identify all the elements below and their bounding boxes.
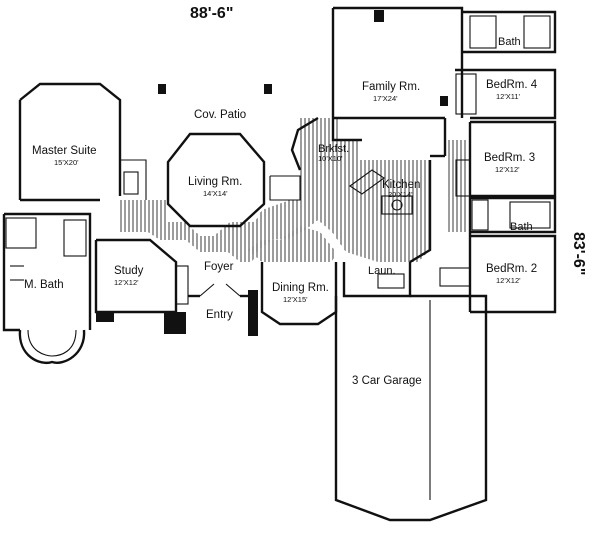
room-garage-name: 3 Car Garage bbox=[352, 375, 422, 387]
room-dining-name: Dining Rm. bbox=[272, 282, 329, 294]
room-bed2-name: BedRm. 2 bbox=[486, 263, 537, 275]
room-bath-mid-name: Bath bbox=[510, 221, 533, 233]
room-brkfst-name: Brkfst. bbox=[318, 143, 349, 155]
hatch-gallery bbox=[120, 118, 318, 262]
room-master-suite-size: 15'X20' bbox=[54, 158, 79, 167]
walls bbox=[2, 6, 557, 522]
room-mbath-name: M. Bath bbox=[24, 279, 64, 291]
hatch-dining bbox=[248, 226, 336, 262]
room-bed2-size: 12'X12' bbox=[496, 276, 521, 285]
fireplace bbox=[374, 10, 384, 22]
room-bed3-size: 12'X12' bbox=[495, 165, 520, 174]
hatch-hall bbox=[446, 140, 468, 232]
room-entry-name: Entry bbox=[206, 309, 233, 321]
room-cov-patio-name: Cov. Patio bbox=[194, 109, 246, 121]
room-kitchen-name: Kitchen bbox=[382, 179, 420, 191]
room-family-name: Family Rm. bbox=[362, 81, 420, 93]
room-living-size: 14'X14' bbox=[203, 189, 228, 198]
room-kitchen-size: 20'X14' bbox=[388, 190, 413, 199]
depth-dimension: 83'-6" bbox=[570, 232, 587, 275]
room-study-name: Study bbox=[114, 265, 144, 277]
room-bed4-size: 12'X11' bbox=[496, 92, 521, 101]
room-living-name: Living Rm. bbox=[188, 176, 242, 188]
room-family-size: 17'X24' bbox=[373, 94, 398, 103]
room-bed4-name: BedRm. 4 bbox=[486, 79, 538, 91]
floor-hatching bbox=[120, 118, 468, 262]
room-bath-top-name: Bath bbox=[498, 36, 521, 48]
hatch-kitchen bbox=[318, 118, 430, 262]
room-labels: Master Suite 15'X20' Cov. Patio Living R… bbox=[24, 36, 538, 387]
room-foyer-name: Foyer bbox=[204, 261, 234, 273]
room-laun-name: Laun. bbox=[368, 265, 396, 277]
room-master-suite-name: Master Suite bbox=[32, 145, 97, 157]
room-dining-size: 12'X15' bbox=[283, 295, 308, 304]
width-dimension: 88'-6" bbox=[190, 5, 233, 22]
room-study-size: 12'X12' bbox=[114, 278, 139, 287]
structural-columns bbox=[96, 10, 448, 336]
room-brkfst-size: 10'X10' bbox=[318, 154, 343, 163]
room-bed3-name: BedRm. 3 bbox=[484, 152, 535, 164]
